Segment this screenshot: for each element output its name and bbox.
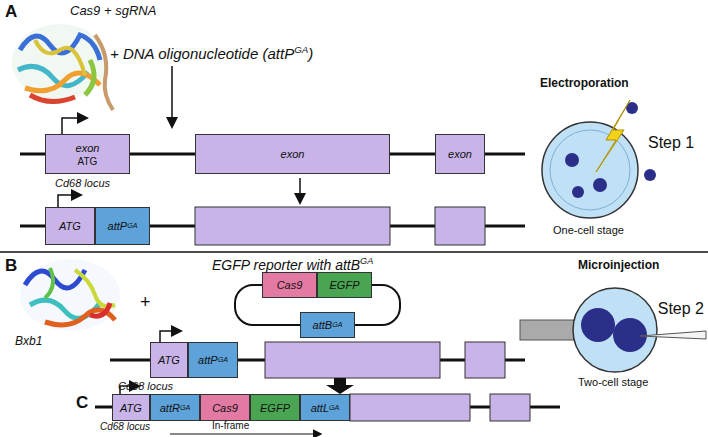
- label-text: B: [5, 256, 17, 275]
- label: A: [5, 2, 17, 22]
- box-text: exon: [76, 142, 100, 154]
- locus-box: ATG: [45, 207, 95, 245]
- locus-box: ATG: [112, 394, 150, 421]
- locus-box: attRGA: [150, 394, 200, 421]
- label: + DNA oligonucleotide (attPGA): [110, 44, 313, 62]
- box-text: GA: [127, 222, 137, 230]
- box-text: exon: [281, 148, 305, 160]
- box-text: EGFP: [260, 402, 290, 414]
- label: In-frame: [212, 420, 249, 431]
- label-text: Bxb1: [15, 334, 42, 348]
- label: +: [140, 292, 151, 313]
- box-text: ATG: [59, 220, 81, 232]
- box-text: ATG: [158, 354, 180, 366]
- label-text: Cd68 locus: [55, 177, 110, 189]
- label: Microinjection: [578, 258, 659, 272]
- box-text: GA: [329, 404, 339, 412]
- label: Step 1: [648, 134, 694, 152]
- label-text: C: [76, 393, 88, 412]
- box-text: ATG: [120, 402, 142, 414]
- box-text: ATG: [78, 156, 98, 167]
- locus-box: EGFP: [317, 272, 372, 298]
- label-text: Electroporation: [540, 76, 629, 90]
- box-text: EGFP: [330, 279, 360, 291]
- label: Cd68 locus: [55, 177, 110, 189]
- label: EGFP reporter with attBGA: [212, 256, 373, 273]
- locus-box: attBGA: [300, 312, 355, 338]
- label-text: Two-cell stage: [578, 376, 648, 388]
- locus-box: EGFP: [250, 394, 300, 421]
- label: Bxb1: [15, 334, 42, 348]
- label: Cd68 locus: [118, 380, 173, 392]
- locus-box: exon: [435, 134, 485, 174]
- label-text: Step 2: [658, 300, 704, 317]
- box-text: attR: [160, 402, 180, 414]
- box-text: attP: [198, 354, 218, 366]
- label-text: Cas9 + sgRNA: [70, 3, 156, 18]
- box-text: attB: [313, 319, 333, 331]
- label-text: +: [140, 292, 151, 312]
- label: Two-cell stage: [578, 376, 648, 388]
- label-text: + DNA oligonucleotide (attP: [110, 45, 294, 62]
- locus-box: Cas9: [262, 272, 317, 298]
- label: Cas9 + sgRNA: [70, 3, 156, 18]
- label: Electroporation: [540, 76, 629, 90]
- bxb1-protein: [20, 259, 120, 331]
- label: C: [76, 393, 88, 413]
- locus-box: exon: [195, 134, 390, 174]
- locus-box: exonATG: [45, 134, 130, 174]
- box-text: Cas9: [277, 279, 303, 291]
- locus-box: ATG: [150, 342, 188, 378]
- label: Cd68 locus: [100, 421, 150, 432]
- locus-box: attPGA: [95, 207, 150, 245]
- label-text: Step 1: [648, 134, 694, 151]
- box-text: GA: [180, 404, 190, 412]
- label-text: Cd68 locus: [118, 380, 173, 392]
- label: One-cell stage: [553, 224, 624, 236]
- locus-box: attPGA: [188, 342, 238, 378]
- label-text: EGFP reporter with attB: [212, 257, 360, 273]
- label-text: Microinjection: [578, 258, 659, 272]
- label-text: GA: [294, 44, 308, 55]
- box-text: exon: [448, 148, 472, 160]
- label: Step 2: [658, 300, 704, 318]
- label-text: ): [308, 45, 313, 62]
- box-text: attL: [311, 402, 329, 414]
- locus-box: Cas9: [200, 394, 250, 421]
- locus-box: attLGA: [300, 394, 350, 421]
- label-text: A: [5, 2, 17, 21]
- box-text: attP: [108, 220, 128, 232]
- label-text: GA: [360, 256, 373, 266]
- label-text: Cd68 locus: [100, 421, 150, 432]
- box-text: GA: [218, 356, 228, 364]
- label-text: In-frame: [212, 420, 249, 431]
- label-text: One-cell stage: [553, 224, 624, 236]
- box-text: Cas9: [212, 402, 238, 414]
- box-text: GA: [332, 321, 342, 329]
- cas9-protein: [12, 24, 113, 110]
- label: B: [5, 256, 17, 276]
